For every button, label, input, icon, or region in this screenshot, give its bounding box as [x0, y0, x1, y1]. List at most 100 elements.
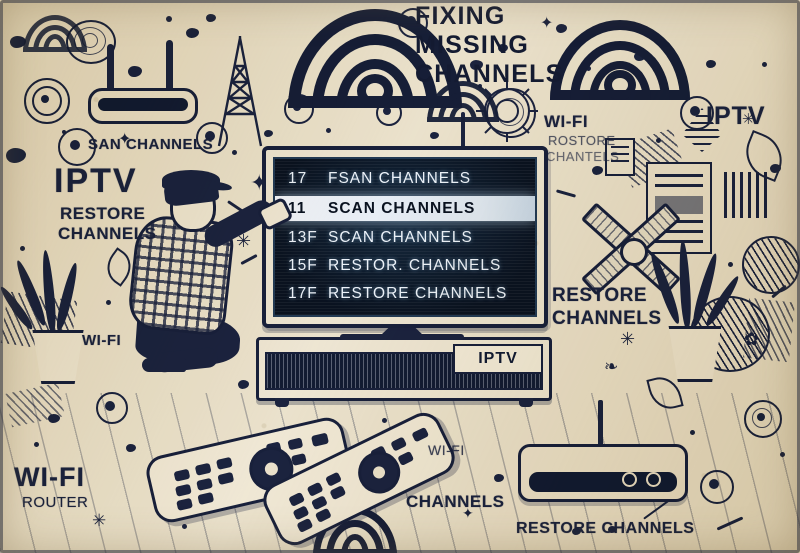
remote-keypad-button[interactable]	[329, 485, 347, 501]
target-center-dot	[709, 479, 719, 489]
menu-row-label: RESTORE CHANNELS	[328, 284, 508, 302]
ink-blob	[494, 474, 504, 482]
ink-blob	[126, 444, 136, 452]
menu-row-number: 13F	[288, 228, 318, 246]
target-ring-doodle	[96, 392, 128, 424]
speckle	[656, 138, 661, 143]
tv-menu-row[interactable]: 17F RESTORE CHANNELS	[275, 281, 535, 306]
sparkle-doodle: ✦	[540, 15, 554, 32]
title-line-2: MISSING	[415, 31, 529, 59]
wifi-arc-icon-top-left-small	[23, 15, 87, 52]
ink-blob	[6, 148, 26, 163]
flower-doodle: ✿	[744, 329, 760, 349]
console-leg-left	[275, 398, 289, 407]
wifi-router-icon	[88, 88, 198, 124]
ink-blob	[706, 60, 716, 68]
router-antenna-left	[107, 44, 114, 92]
target-center-dot	[41, 95, 49, 103]
console-leg-right	[519, 398, 533, 407]
speckle	[182, 524, 187, 529]
person-foot	[142, 358, 186, 372]
remote-keypad-button[interactable]	[325, 471, 342, 487]
remote-keypad-button[interactable]	[217, 471, 235, 485]
remote-keypad-button[interactable]	[296, 517, 314, 533]
circle-doodle-hatched-right	[742, 236, 800, 294]
doc-line	[655, 230, 703, 233]
target-center-dot	[690, 106, 700, 116]
menu-row-label: FSAN CHANNELS	[328, 169, 472, 187]
ink-blob	[10, 36, 26, 48]
label-restore-left-line1: RESTORE	[60, 204, 146, 223]
label-wifi-router-line2: ROUTER	[22, 494, 89, 511]
remote-keypad-button[interactable]	[314, 507, 332, 523]
ink-blob	[556, 24, 567, 33]
label-iptv-right: IPTV	[706, 102, 766, 130]
label-wifi-bottom: WI-FI	[428, 442, 465, 458]
doc-line	[655, 174, 703, 177]
remote-dpad[interactable]	[351, 444, 408, 501]
ink-blob	[430, 132, 439, 139]
remote-button[interactable]	[287, 437, 304, 451]
speckle	[326, 128, 331, 133]
target-ring-doodle	[700, 470, 734, 504]
ink-blob	[592, 166, 603, 175]
remote-button[interactable]	[390, 436, 408, 452]
remote-keypad-button[interactable]	[176, 497, 194, 511]
person-kneeling-with-remote	[118, 168, 294, 380]
label-restore-channels-bottom: RESTORE CHANNELS	[516, 520, 695, 537]
speckle	[232, 150, 237, 155]
menu-row-label: SCAN CHANNELS	[328, 228, 473, 246]
remote-keypad-button[interactable]	[174, 483, 192, 497]
broadcast-tower-icon	[213, 32, 267, 148]
sparkle-doodle: ✳	[742, 111, 755, 128]
remote-button[interactable]	[397, 450, 415, 467]
tv-menu-row[interactable]: 13F SCAN CHANNELS	[275, 225, 535, 250]
tv-menu-row-selected[interactable]: 11 SCAN CHANNELS	[275, 196, 535, 221]
ink-blob	[186, 28, 199, 38]
plant-pot-right	[668, 326, 722, 382]
remote-keypad-button[interactable]	[194, 462, 212, 476]
sparkle-doodle: ✦	[462, 505, 474, 521]
ink-blob	[770, 164, 781, 173]
target-center-dot	[205, 131, 215, 141]
modem-led-2	[646, 472, 661, 487]
ink-blob	[206, 14, 216, 22]
remote-power-button[interactable]	[411, 426, 430, 443]
remote-power-button[interactable]	[310, 432, 330, 447]
doc-line	[611, 146, 629, 148]
remote-keypad-button[interactable]	[197, 491, 215, 506]
sparkle-doodle: ✳	[620, 329, 636, 349]
tv-screen: 17 FSAN CHANNELS 11 SCAN CHANNELS 13F SC…	[273, 157, 537, 317]
target-ring-doodle	[744, 400, 782, 438]
menu-row-number: 11	[288, 199, 307, 217]
menu-row-label: SCAN CHANNELS	[328, 199, 476, 217]
label-wifi-left: WI-FI	[82, 332, 122, 349]
remote-keypad-button[interactable]	[215, 456, 233, 470]
router-front-panel	[98, 98, 188, 111]
remote-button[interactable]	[290, 453, 307, 466]
remote-keypad-button[interactable]	[288, 491, 306, 507]
sparkle-doodle: ✦	[118, 131, 132, 148]
target-center-dot	[757, 413, 765, 421]
ink-blob	[264, 130, 273, 137]
ink-blob	[128, 66, 142, 77]
label-wifi-right: WI-FI	[544, 112, 589, 131]
target-center-dot	[383, 107, 391, 115]
target-ring-doodle-inner	[752, 408, 772, 428]
remote-keypad-button[interactable]	[306, 481, 324, 497]
plant-pot-left	[32, 330, 84, 384]
title-line-3: CHANNELS	[415, 60, 564, 88]
remote-keypad-button[interactable]	[196, 477, 214, 491]
label-restore-right-line1: RESTORE	[552, 285, 648, 306]
modem-antenna	[598, 400, 603, 448]
speckle	[780, 452, 785, 457]
tv-menu-row[interactable]: 15F RESTOR. CHANNELS	[275, 253, 535, 278]
speckle	[728, 262, 733, 267]
router-antenna-right	[166, 40, 173, 92]
menu-row-number: 17	[288, 169, 308, 187]
tv-stand-base	[340, 334, 464, 340]
speckle	[382, 418, 387, 423]
tv-menu-row[interactable]: 17 FSAN CHANNELS	[275, 166, 535, 191]
remote-keypad-button[interactable]	[173, 468, 191, 482]
